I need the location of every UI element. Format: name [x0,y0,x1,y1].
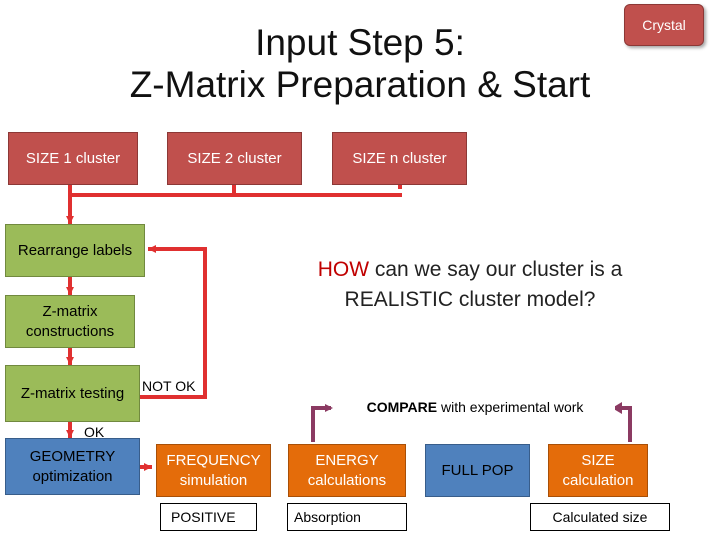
size-calculation-box[interactable]: SIZE calculation [548,444,648,497]
realistic-question: HOW can we say our cluster is a REALISTI… [280,255,660,315]
positive-result-box: POSITIVE [160,503,257,531]
zmatrix-testing-box[interactable]: Z-matrix testing [5,365,140,422]
crystal-badge[interactable]: Crystal [624,4,704,46]
calculated-size-result-box: Calculated size [530,503,670,531]
zmatrix-constructions-box[interactable]: Z-matrix constructions [5,295,135,348]
question-text: can we say our cluster is a REALISTIC cl… [344,258,623,311]
page-title: Input Step 5: Z-Matrix Preparation & Sta… [60,22,660,106]
ok-label: OK [84,424,105,440]
full-pop-box[interactable]: FULL POP [425,444,530,497]
absorption-result-box: Absorption [287,503,407,531]
size-n-cluster-box[interactable]: SIZE n cluster [332,132,467,185]
compare-bold: COMPARE [366,399,438,415]
title-line-2: Z-Matrix Preparation & Start [129,64,591,105]
rearrange-labels-box[interactable]: Rearrange labels [5,224,145,277]
frequency-simulation-box[interactable]: FREQUENCY simulation [156,444,271,497]
compare-rest: with experimental work [437,399,584,415]
energy-calculations-box[interactable]: ENERGY calculations [288,444,406,497]
question-highlight: HOW [317,258,370,281]
not-ok-label: NOT OK [142,378,196,394]
compare-label: COMPARE with experimental work [335,392,615,422]
title-line-1: Input Step 5: [255,22,465,63]
geometry-optimization-box[interactable]: GEOMETRY optimization [5,438,140,495]
size-1-cluster-box[interactable]: SIZE 1 cluster [8,132,138,185]
size-2-cluster-box[interactable]: SIZE 2 cluster [167,132,302,185]
